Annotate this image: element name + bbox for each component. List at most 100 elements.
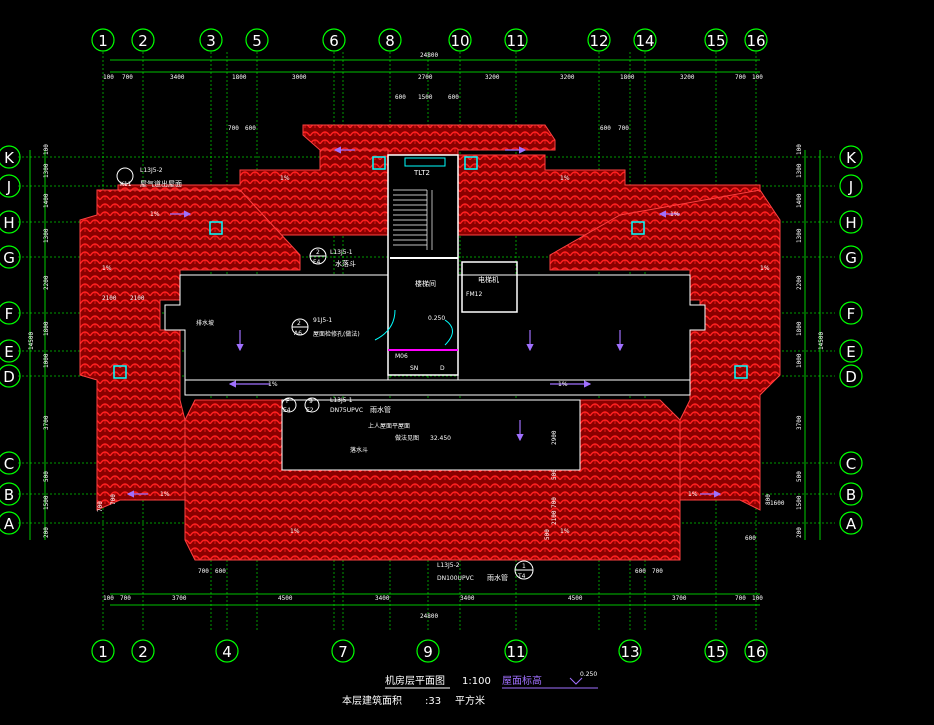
axis-label: 11 xyxy=(506,643,525,661)
flat-roof-desc: 上人屋面平屋面 xyxy=(368,422,410,430)
dimension-text: 1800 xyxy=(232,74,247,81)
dimension-text: 1500 xyxy=(796,495,803,510)
axis-label: 9 xyxy=(423,643,433,661)
axis-circle xyxy=(131,28,155,52)
dimension-text: 2200 xyxy=(43,275,50,290)
dimension-text: 100 xyxy=(796,144,803,155)
axis-label: 1 xyxy=(98,32,108,50)
axis-label: F xyxy=(847,305,856,323)
svg-text:1%: 1% xyxy=(102,265,112,272)
dimension-text: 700 xyxy=(120,595,131,602)
axis-label: E xyxy=(4,343,13,361)
axis-circle xyxy=(378,28,402,52)
dimension-text: 700 xyxy=(735,74,746,81)
ref4-sym-b: 9 xyxy=(309,398,313,405)
axis-circle xyxy=(587,28,611,52)
axis-bubble-right-G: G xyxy=(839,245,863,269)
axis-label: J xyxy=(6,178,11,196)
door-label-b: SN xyxy=(410,365,418,372)
ref1-desc: 屋气道出屋面 xyxy=(140,179,182,188)
axis-bubble-right-A: A xyxy=(839,511,863,535)
area-value: :33 xyxy=(425,696,441,707)
dimension-text: 100 xyxy=(752,74,763,81)
dimension-text: 700 xyxy=(228,125,239,132)
axis-circle xyxy=(0,511,21,535)
axis-bubble-right-D: D xyxy=(839,364,863,388)
dimension-text: 3200 xyxy=(485,74,500,81)
axis-bubble-right-E: E xyxy=(839,339,863,363)
stair-label: TLT2 xyxy=(413,169,430,177)
axis-circle xyxy=(704,639,728,663)
axis-circle xyxy=(0,482,21,506)
dimension-text: 3200 xyxy=(680,74,695,81)
axis-circle xyxy=(839,145,863,169)
dimension-text: 3700 xyxy=(172,595,187,602)
axis-bubble-bottom-2: 2 xyxy=(131,639,155,663)
axis-bubble-top-10: 10 xyxy=(448,28,472,52)
dimension-text: 500 xyxy=(796,471,803,482)
dimension-text: 700 xyxy=(110,494,117,505)
axis-label: A xyxy=(4,515,15,533)
axis-label: 13 xyxy=(620,643,639,661)
dimension-text: 2200 xyxy=(796,275,803,290)
axis-label: 7 xyxy=(338,643,348,661)
dimension-text: 3700 xyxy=(43,415,50,430)
axis-bubble-top-6: 6 xyxy=(322,28,346,52)
ref3-sub: A6 xyxy=(294,330,302,337)
svg-text:1%: 1% xyxy=(280,175,290,182)
axis-circle xyxy=(0,364,21,388)
flat-roof-level: 32.450 xyxy=(430,435,451,442)
svg-text:1%: 1% xyxy=(268,381,278,388)
svg-text:1%: 1% xyxy=(160,491,170,498)
dimension-text: 700 xyxy=(735,595,746,602)
axis-circle xyxy=(245,28,269,52)
dimension-text: 14500 xyxy=(818,332,825,350)
ref2-sub: F4 xyxy=(313,259,320,266)
axis-bubble-bottom-4: 4 xyxy=(215,639,239,663)
axis-label: D xyxy=(3,368,15,386)
axis-bubble-bottom-7: 7 xyxy=(331,639,355,663)
dimension-text: 24800 xyxy=(420,52,438,59)
ref2-code: L13J5-1 xyxy=(330,249,353,256)
axis-bubble-top-2: 2 xyxy=(131,28,155,52)
sub-left-label: 排水坡 xyxy=(196,319,214,327)
axis-bubble-top-11: 11 xyxy=(504,28,528,52)
axis-circle xyxy=(618,639,642,663)
axis-bubble-right-H: H xyxy=(839,210,863,234)
dimension-text: 200 xyxy=(43,527,50,538)
dimension-text: 3700 xyxy=(672,595,687,602)
axis-circle xyxy=(839,301,863,325)
svg-text:1%: 1% xyxy=(760,265,770,272)
svg-text:1%: 1% xyxy=(290,528,300,535)
axis-label: 14 xyxy=(635,32,654,50)
dimension-text: 600 xyxy=(448,94,459,101)
drain-label: 落水斗 xyxy=(350,446,368,454)
dimension-text: 1300 xyxy=(43,163,50,178)
axis-circle xyxy=(0,174,21,198)
ref3-code: 91J5-1 xyxy=(313,317,332,324)
dimension-text: 500 xyxy=(544,529,551,540)
axis-bubble-left-C: C xyxy=(0,451,21,475)
dimension-text: 14500 xyxy=(28,332,35,350)
axis-label: 11 xyxy=(506,32,525,50)
axis-label: 3 xyxy=(206,32,216,50)
flat-roof-note: 做法见图 xyxy=(395,434,419,442)
axis-bubble-right-B: B xyxy=(839,482,863,506)
dimension-text: 3200 xyxy=(560,74,575,81)
dimension-text: 1000 xyxy=(43,353,50,368)
axis-label: H xyxy=(845,214,856,232)
dimension-text: 600 xyxy=(245,125,256,132)
dimension-text: 600 xyxy=(745,535,756,542)
axis-label: 2 xyxy=(138,32,148,50)
axis-label: G xyxy=(3,249,15,267)
dimension-text: 4500 xyxy=(568,595,583,602)
ref4-code: L13J5-1 xyxy=(330,397,353,404)
axis-circle xyxy=(331,639,355,663)
dimension-text: 2100 xyxy=(551,510,558,525)
axis-label: 2 xyxy=(138,643,148,661)
door-label-c: D xyxy=(440,365,445,372)
axis-label: D xyxy=(845,368,857,386)
stairwell: TLT2 楼梯间 电梯机 FM12 M06 SN D 0.250 xyxy=(374,157,518,372)
room-label-machine: 电梯机 xyxy=(478,275,499,284)
axis-circle xyxy=(0,145,21,169)
